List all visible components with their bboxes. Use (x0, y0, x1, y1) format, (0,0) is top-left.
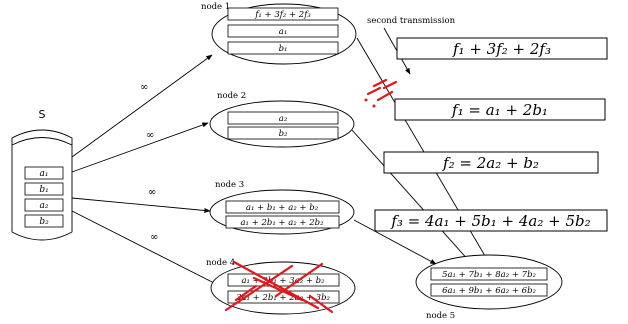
node-4-cell-text: a₁ + 2b₁ + 3a₂ + b₂ (241, 276, 325, 286)
node-5-cell (430, 267, 548, 281)
equation-box (383, 151, 599, 174)
node-2-cell-text: b₂ (279, 129, 288, 139)
node-3-cell (225, 200, 340, 214)
source-cell (24, 198, 64, 212)
capacity-label: ∞ (140, 82, 148, 93)
source-cylinder-rim (11, 137, 73, 146)
source-symbol: a₁ (40, 169, 49, 179)
node-1-cell-text: f₁ + 3f₂ + 2f₃ (254, 10, 311, 20)
node-3-cell (225, 215, 340, 229)
equation-text: f₃ = 4a₁ + 5b₁ + 4a₂ + 5b₂ (390, 212, 590, 230)
node-5-label: node 5 (426, 311, 455, 321)
second-transmission-label: second transmission (367, 16, 456, 26)
node-1: node 1 f₁ + 3f₂ + 2f₃ a₁ b₁ (201, 2, 357, 65)
node-4-label: node 4 (206, 258, 235, 268)
equation-box (396, 37, 608, 60)
equation-text: f₁ + 3f₂ + 2f₃ (452, 40, 551, 58)
source-symbol: b₁ (39, 185, 48, 195)
node-2-label: node 2 (217, 91, 246, 101)
equation-text: f₁ = a₁ + 2b₁ (451, 101, 548, 119)
node-1-cell-text: b₁ (279, 44, 288, 54)
link-s-node2 (71, 122, 209, 173)
node-2: node 2 a₂ b₂ (209, 91, 355, 148)
node-4-cell-text: 3a₁ + 2b₁ + 2a₂ + 3b₂ (236, 293, 330, 303)
capacity-label: ∞ (150, 232, 158, 243)
equation-box (374, 209, 608, 232)
equation-boxes: f₁ + 3f₂ + 2f₃ f₁ = a₁ + 2b₁ f₂ = 2a₂ + … (374, 37, 608, 232)
node-1-cell (227, 7, 339, 21)
source-node: S a₁ b₁ a₂ b₂ (11, 108, 73, 241)
node-2-cell (227, 111, 339, 125)
link-node2-node5 (351, 129, 471, 263)
node-3-label: node 3 (215, 180, 244, 190)
capacity-label: ∞ (148, 187, 156, 198)
node-1-cell-text: a₁ (279, 27, 287, 37)
source-cell (24, 214, 64, 228)
source-cell (24, 166, 64, 180)
node-failure-cross (224, 260, 334, 314)
capacity-label: ∞ (146, 130, 154, 141)
link-s-node4 (71, 210, 219, 286)
node-4: node 4 a₁ + 2b₁ + 3a₂ + b₂ 3a₁ + 2b₁ + 2… (206, 258, 356, 315)
node-5-ellipse (415, 254, 563, 310)
source-links: ∞ ∞ ∞ ∞ (71, 54, 219, 286)
node-3-cell-text: a₁ + b₁ + a₂ + b₂ (246, 203, 319, 213)
node-3: node 3 a₁ + b₁ + a₂ + b₂ a₁ + 2b₁ + a₂ +… (209, 180, 355, 235)
node-5-cell (430, 283, 548, 297)
equation-text: f₂ = 2a₂ + b₂ (442, 154, 539, 172)
equation-box (394, 98, 606, 121)
node-2-cell-text: a₂ (279, 114, 288, 124)
node-1-cell (227, 24, 339, 38)
source-cell (24, 182, 64, 196)
node-2-cell (227, 126, 339, 140)
node-1-label: node 1 (201, 2, 230, 12)
link-s-node3 (71, 197, 211, 213)
source-symbol: a₂ (40, 201, 49, 211)
link-s-node1 (71, 54, 213, 158)
node-5: 5a₁ + 7b₁ + 8a₂ + 7b₂ 6a₁ + 9b₁ + 6a₂ + … (415, 254, 563, 321)
link-node3-node5 (353, 219, 437, 265)
node-5-cell-text: 6a₁ + 9b₁ + 6a₂ + 6b₂ (442, 286, 536, 296)
source-label: S (39, 108, 46, 121)
node-4-cell (227, 273, 340, 287)
node-1-cell (227, 41, 339, 55)
node-5-cell-text: 5a₁ + 7b₁ + 8a₂ + 7b₂ (442, 270, 536, 280)
link-cut-mark (364, 78, 398, 108)
source-symbol: b₂ (39, 217, 49, 227)
node-3-cell-text: a₁ + 2b₁ + a₂ + 2b₂ (240, 218, 324, 228)
